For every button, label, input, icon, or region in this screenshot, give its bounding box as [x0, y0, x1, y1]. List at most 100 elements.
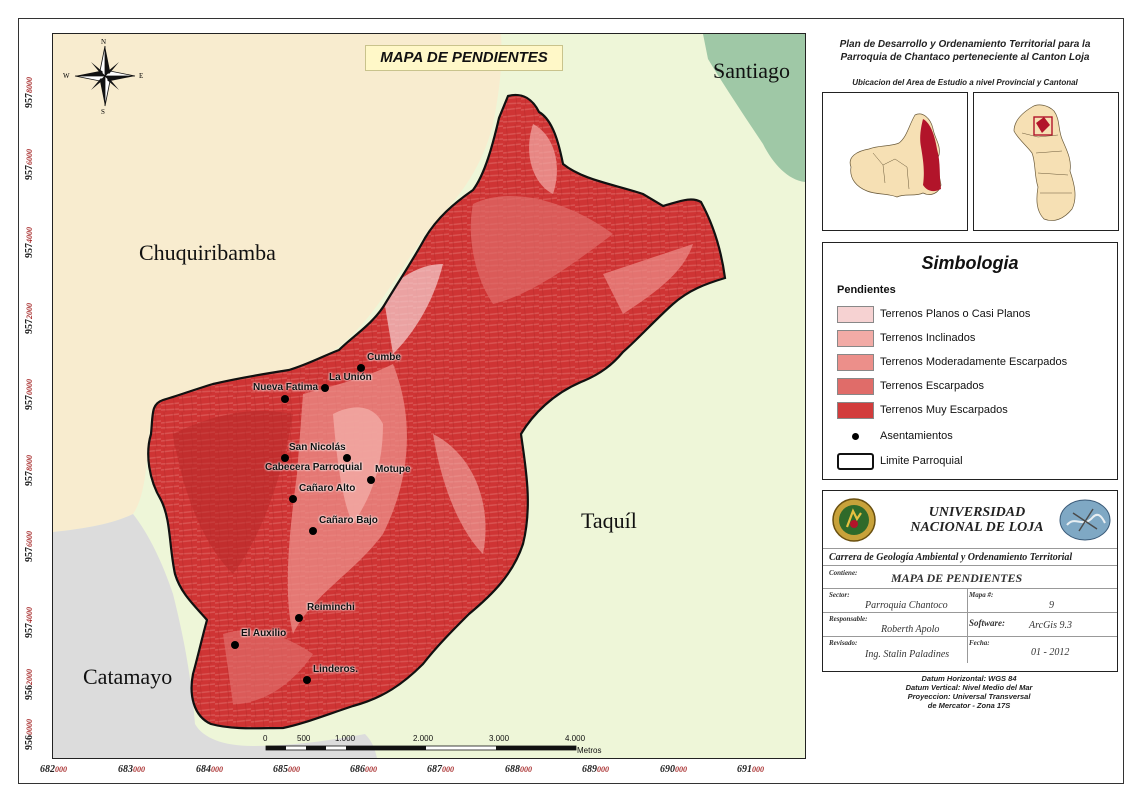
map-frame: [18, 18, 1124, 784]
settlement-symbol-icon: [837, 432, 874, 440]
project-title: Plan de Desarrollo y Ordenamiento Territ…: [839, 39, 1091, 63]
datum-vertical: Datum Vertical: Nivel Medio del Mar: [905, 683, 1033, 692]
compass-rose-icon: [74, 45, 136, 107]
legend-swatch: [837, 377, 874, 395]
contiene-label: Contiene:: [829, 569, 858, 577]
settlement-dot[interactable]: [309, 527, 317, 535]
datum-info: Datum Horizontal: WGS 84 Datum Vertical:…: [822, 674, 1116, 710]
y-tick: 9572000: [24, 303, 35, 334]
inset-canton-map[interactable]: [973, 92, 1119, 231]
x-tick: 689000: [582, 764, 609, 775]
region-chuquiribamba: Chuquiribamba: [139, 240, 276, 265]
y-tick: 9560000: [24, 719, 35, 750]
settlement-label: Nueva Fatima: [253, 382, 319, 393]
legend-swatch: [837, 401, 874, 419]
y-tick: 9570000: [24, 379, 35, 410]
x-tick: 685000: [273, 764, 300, 775]
settlement-dot[interactable]: [303, 676, 311, 684]
responsable-label: Responsable:: [829, 615, 868, 623]
compass-n: N: [101, 38, 107, 46]
sector-row: Sector: Parroquia Chantoco Mapa #: 9: [823, 589, 1117, 613]
title-block: UNIVERSIDAD NACIONAL DE LOJA Carrera de …: [822, 490, 1118, 672]
legend-swatch: [837, 329, 874, 347]
legend-label: Terrenos Moderadamente Escarpados: [880, 356, 1068, 368]
settlement-dot[interactable]: [231, 641, 239, 649]
map-canvas[interactable]: N S E W MAPA DE PENDIENTES Chuquiribamba…: [52, 33, 806, 759]
catamayo-area: [53, 514, 377, 758]
contiene-value: MAPA DE PENDIENTES: [891, 571, 1023, 585]
settlement-label: Cañaro Bajo: [319, 515, 378, 526]
chuquiribamba-area: [53, 34, 502, 532]
scale-bar: [265, 745, 577, 751]
university-seal-icon: [832, 498, 876, 542]
legend-item: Limite Parroquial: [837, 451, 963, 471]
settlement-label: Cumbe: [367, 352, 401, 363]
legend-item: Terrenos Inclinados: [837, 328, 975, 348]
legend-item: Terrenos Escarpados: [837, 376, 984, 396]
map-title: MAPA DE PENDIENTES: [365, 45, 563, 71]
y-tick: 9576000: [24, 149, 35, 180]
y-tick: 9576000: [24, 531, 35, 562]
settlement-dot[interactable]: [281, 454, 289, 462]
legend-label: Limite Parroquial: [880, 455, 963, 467]
contiene-row: Contiene: MAPA DE PENDIENTES: [823, 567, 1117, 589]
settlement-label: Cañaro Alto: [299, 483, 356, 494]
settlement-dot[interactable]: [281, 395, 289, 403]
region-taquil: Taquíl: [581, 508, 637, 533]
datum-projection-zone: de Mercator - Zona 17S: [927, 701, 1011, 710]
map-svg: [53, 34, 805, 758]
revisado-label: Revisado:: [829, 639, 858, 647]
settlement-dot[interactable]: [357, 364, 365, 372]
legend-panel: Simbologia Pendientes Terrenos Planos o …: [822, 242, 1118, 480]
compass-e: E: [139, 72, 144, 80]
x-tick: 691000: [737, 764, 764, 775]
settlement-dot[interactable]: [289, 495, 297, 503]
santiago-area: [703, 34, 805, 182]
scale-unit: Metros: [577, 746, 602, 755]
legend-subtitle: Pendientes: [837, 284, 896, 296]
mapa-label: Mapa #:: [969, 591, 994, 599]
settlement-label: El Auxilio: [241, 628, 287, 639]
scale-label: 3.000: [489, 734, 510, 743]
scale-label: 4.000: [565, 734, 586, 743]
datum-projection: Proyeccion: Universal Transversal: [907, 692, 1031, 701]
x-tick: 687000: [427, 764, 454, 775]
inset-province-map[interactable]: [822, 92, 968, 231]
settlement-label: Cabecera Parroquial: [265, 462, 363, 473]
legend-title: Simbologia: [921, 253, 1019, 273]
y-tick: 9578000: [24, 77, 35, 108]
scale-label: 2.000: [413, 734, 434, 743]
x-tick: 683000: [118, 764, 145, 775]
compass-w: W: [63, 72, 70, 80]
sector-value: Parroquia Chantoco: [865, 600, 948, 611]
settlement-dot[interactable]: [343, 454, 351, 462]
sector-label: Sector:: [829, 591, 850, 599]
legend-item: Terrenos Moderadamente Escarpados: [837, 352, 1067, 372]
settlement-dot[interactable]: [367, 476, 375, 484]
legend-label: Terrenos Muy Escarpados: [880, 404, 1008, 416]
canton-shape: [1013, 104, 1076, 221]
region-santiago: Santiago: [713, 58, 790, 83]
settlement-label: Linderos.: [313, 664, 359, 675]
legend-swatch: [837, 353, 874, 371]
settlement-dot[interactable]: [321, 384, 329, 392]
career-name: Carrera de Geología Ambiental y Ordenami…: [823, 548, 1117, 566]
settlement-label: La Unión: [329, 372, 372, 383]
scale-label: 1.000: [335, 734, 356, 743]
x-tick: 690000: [660, 764, 687, 775]
legend-item: Terrenos Planos o Casi Planos: [837, 304, 1030, 324]
boundary-swatch: [837, 452, 874, 470]
responsable-row: Responsable: Roberth Apolo Software: Arc…: [823, 613, 1117, 637]
x-tick: 688000: [505, 764, 532, 775]
legend-swatch: [837, 305, 874, 323]
legend-label: Asentamientos: [880, 430, 953, 442]
mapa-value: 9: [1049, 600, 1054, 611]
settlement-dot[interactable]: [295, 614, 303, 622]
datum-horizontal: Datum Horizontal: WGS 84: [921, 674, 1017, 683]
x-tick: 686000: [350, 764, 377, 775]
university-name: UNIVERSIDAD NACIONAL DE LOJA: [910, 505, 1044, 535]
settlement-label: San Nicolás: [289, 442, 346, 453]
career-logo-icon: [1059, 499, 1111, 541]
inset-caption: Ubicacion del Area de Estudio a nivel Pr…: [852, 78, 1078, 87]
compass-s: S: [101, 108, 105, 116]
